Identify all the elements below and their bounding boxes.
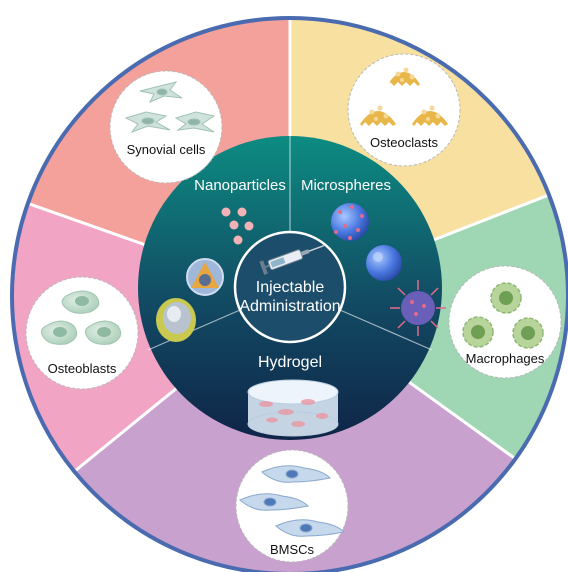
- microspheres-label: Microspheres: [301, 177, 391, 194]
- macrophages-bubble: Macrophages: [448, 265, 562, 379]
- microsphere-studded-icon: [331, 203, 369, 241]
- synovial-cells-bubble: Synovial cells: [109, 70, 223, 184]
- osteoblasts-bubble: Osteoblasts: [25, 276, 139, 390]
- hydrogel-icon: [247, 379, 339, 437]
- vesicle-nanoparticle-icon: [156, 298, 196, 342]
- osteoclast-cell-icon: [360, 67, 448, 126]
- synovial-cells-label: Synovial cells: [127, 142, 206, 157]
- center-circle: [233, 230, 347, 344]
- hydrogel-label: Hydrogel: [258, 354, 322, 371]
- nanoparticles-label: Nanoparticles: [194, 177, 286, 194]
- outer-ring: [10, 16, 568, 572]
- synovial-cell-icon: [124, 81, 216, 134]
- bmscs-label: BMSCs: [270, 542, 315, 557]
- osteoblast-cell-icon: [40, 290, 122, 345]
- osteoclasts-bubble: Osteoclasts: [347, 53, 461, 167]
- lipid-nanoparticle-icon: [186, 258, 224, 296]
- center-label-line1: Injectable: [256, 279, 325, 296]
- microsphere-spiked-icon: [390, 280, 446, 336]
- macrophages-label: Macrophages: [466, 351, 545, 366]
- bmscs-bubble: BMSCs: [235, 449, 349, 563]
- syringe-icon: [259, 244, 325, 275]
- center-label-line2: Administration: [239, 298, 340, 315]
- macrophage-cell-icon: [462, 282, 544, 349]
- microsphere-plain-icon: [366, 245, 402, 281]
- osteoclasts-label: Osteoclasts: [370, 135, 438, 150]
- nanoparticle-dots-icon: [221, 207, 254, 245]
- osteoblasts-label: Osteoblasts: [48, 361, 117, 376]
- bmsc-cell-icon: [239, 465, 346, 537]
- segment-macrophages: [290, 175, 568, 520]
